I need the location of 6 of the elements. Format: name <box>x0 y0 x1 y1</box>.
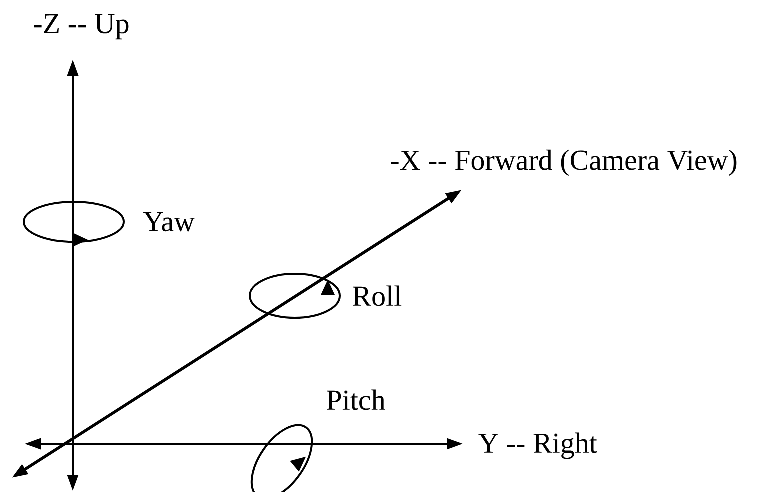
axis-label: -Z -- Up <box>34 14 129 40</box>
axis-label: Y -- Right <box>478 432 598 460</box>
rotation-label: Roll <box>353 286 402 306</box>
rotation-label: Pitch <box>327 390 386 410</box>
rotation-label: Yaw <box>144 212 195 232</box>
axis-label: -X -- Forward (Camera View) <box>391 150 737 176</box>
